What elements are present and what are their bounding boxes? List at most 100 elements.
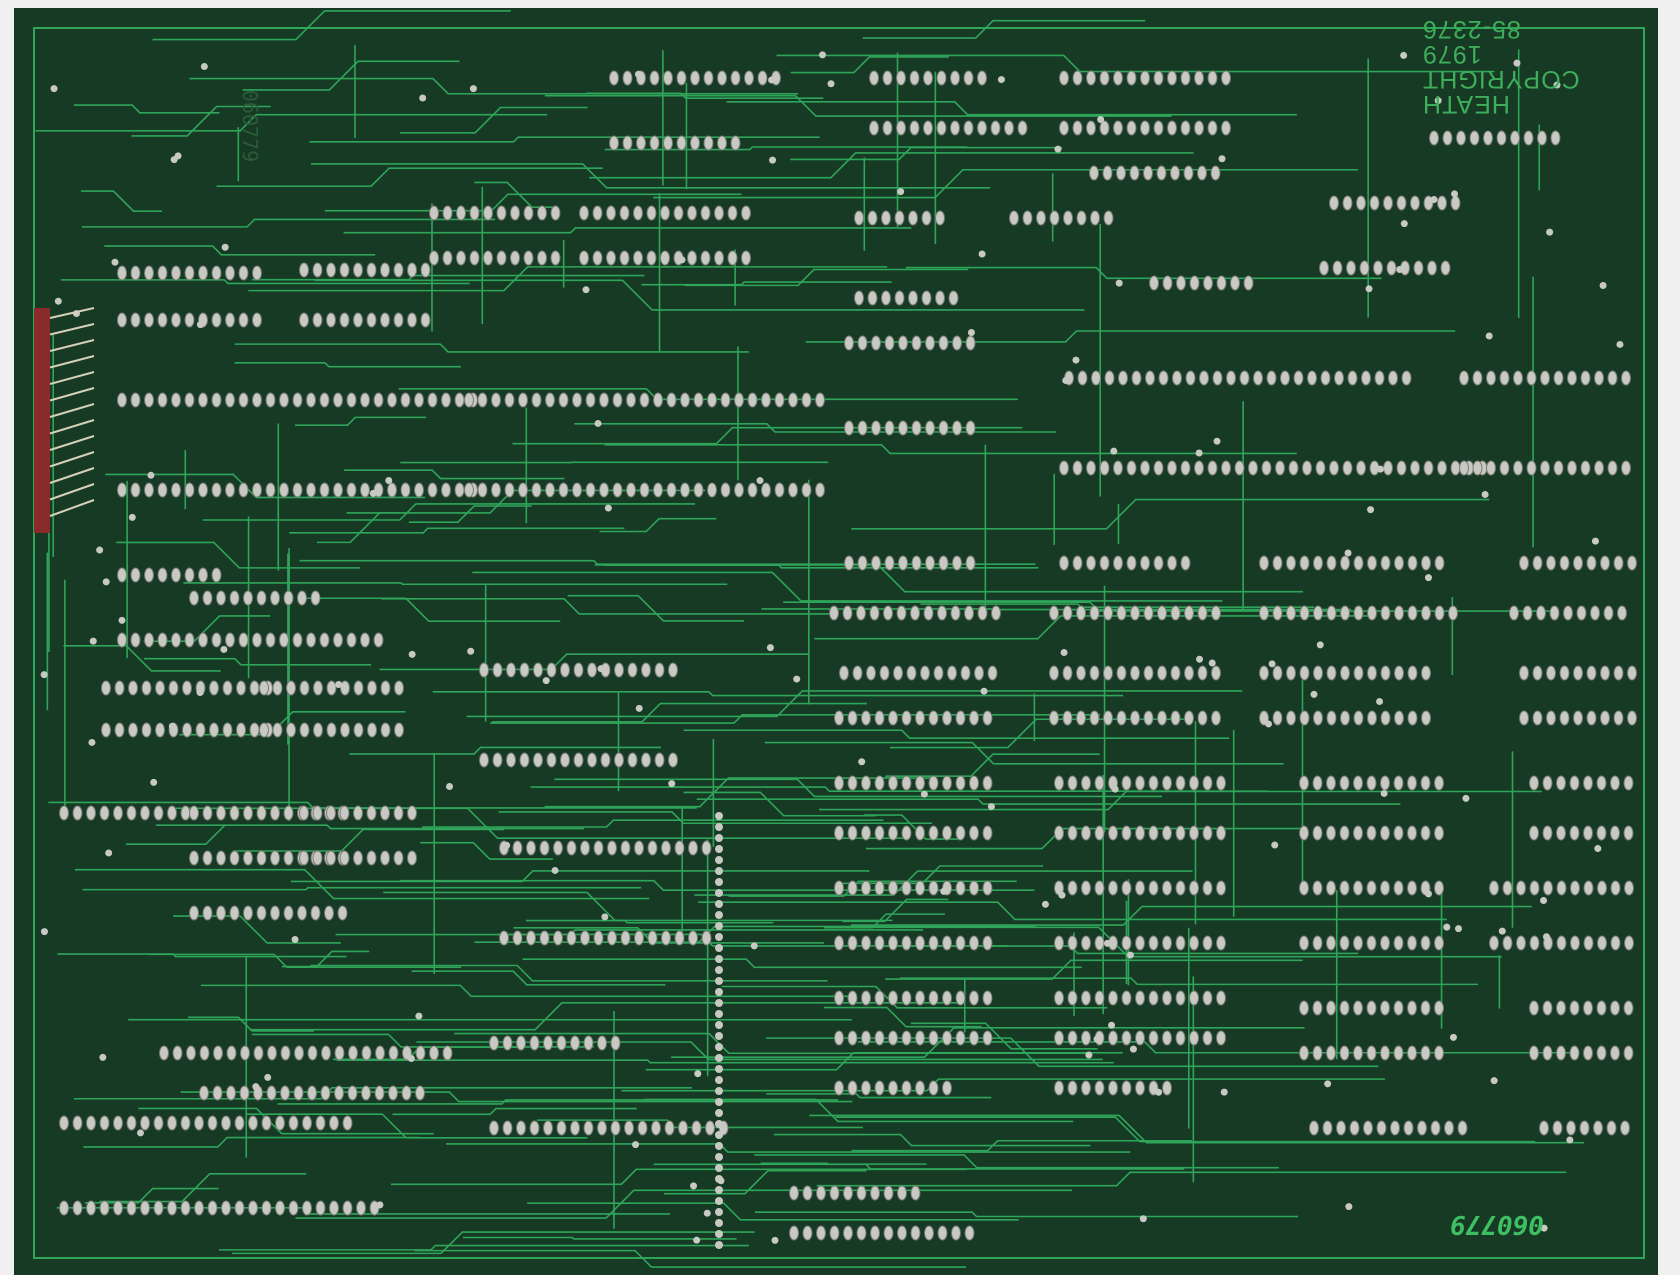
trace bbox=[414, 1249, 966, 1268]
solder-pad bbox=[283, 590, 294, 606]
solder-pad bbox=[144, 632, 154, 648]
via bbox=[1054, 145, 1062, 153]
solder-pad bbox=[915, 990, 925, 1006]
via bbox=[1424, 890, 1432, 898]
solder-pad bbox=[1059, 460, 1069, 476]
solder-pad bbox=[1542, 775, 1553, 791]
solder-pad bbox=[388, 1045, 399, 1061]
solder-pad bbox=[519, 662, 530, 678]
solder-pad bbox=[1148, 825, 1159, 841]
solder-pad bbox=[1135, 1080, 1145, 1096]
via bbox=[1481, 490, 1489, 498]
solder-pad bbox=[312, 805, 323, 821]
solder-pad bbox=[921, 210, 932, 226]
solder-pad bbox=[1366, 825, 1377, 841]
solder-pad bbox=[1434, 605, 1445, 621]
solder-pad bbox=[539, 840, 550, 856]
solder-pad bbox=[942, 710, 952, 726]
solder-pad bbox=[715, 944, 723, 952]
via bbox=[1566, 1136, 1574, 1144]
solder-pad bbox=[847, 710, 858, 726]
solder-pad bbox=[896, 70, 906, 86]
solder-pad bbox=[1573, 665, 1583, 681]
solder-pad bbox=[1403, 1120, 1414, 1136]
solder-pad bbox=[292, 482, 303, 498]
solder-pad bbox=[1170, 165, 1180, 181]
trace bbox=[885, 959, 1303, 980]
solder-pad bbox=[715, 1142, 723, 1150]
trace bbox=[466, 690, 1243, 718]
solder-pad bbox=[982, 775, 993, 791]
solder-pad bbox=[414, 392, 424, 408]
solder-pad bbox=[715, 1219, 723, 1227]
solder-pad bbox=[427, 392, 438, 408]
solder-pad bbox=[734, 392, 744, 408]
via bbox=[1217, 1032, 1225, 1040]
solder-pad bbox=[1539, 1120, 1549, 1136]
solder-pad bbox=[1339, 1000, 1350, 1016]
solder-pad bbox=[610, 1120, 621, 1136]
solder-pad bbox=[243, 590, 253, 606]
solder-pad bbox=[1189, 825, 1199, 841]
solder-pad bbox=[518, 392, 528, 408]
solder-pad bbox=[1340, 710, 1350, 726]
solder-pad bbox=[1621, 460, 1631, 476]
solder-pad bbox=[393, 262, 404, 278]
solder-pad bbox=[1396, 460, 1407, 476]
solder-pad bbox=[157, 265, 168, 281]
solder-pad bbox=[788, 392, 798, 408]
solder-pad bbox=[356, 1200, 366, 1216]
solder-pad bbox=[1067, 880, 1078, 896]
solder-pad bbox=[483, 205, 493, 221]
trace bbox=[432, 690, 1124, 697]
solder-pad bbox=[86, 1115, 96, 1131]
solder-pad bbox=[198, 482, 208, 498]
via bbox=[1111, 785, 1119, 793]
solder-pad bbox=[1594, 370, 1604, 386]
solder-pad bbox=[923, 70, 933, 86]
solder-pad bbox=[1536, 605, 1546, 621]
trace bbox=[684, 268, 969, 287]
solder-pad bbox=[1380, 775, 1390, 791]
solder-pad bbox=[898, 335, 908, 351]
solder-pad bbox=[401, 1085, 412, 1101]
solder-pad bbox=[1340, 605, 1350, 621]
solder-pad bbox=[883, 1225, 894, 1241]
solder-pad bbox=[757, 70, 768, 86]
solder-pad bbox=[221, 1115, 231, 1131]
solder-pad bbox=[1569, 825, 1580, 841]
solder-pad bbox=[1189, 990, 1199, 1006]
via bbox=[1540, 1224, 1548, 1232]
solder-pad bbox=[1373, 260, 1383, 276]
solder-pad bbox=[1366, 1045, 1377, 1061]
solder-pad bbox=[952, 555, 962, 571]
solder-pad bbox=[529, 1035, 540, 1051]
solder-pad bbox=[942, 990, 952, 1006]
solder-pad bbox=[184, 392, 195, 408]
solder-pad bbox=[909, 70, 920, 86]
solder-pad bbox=[99, 1115, 110, 1131]
solder-pad bbox=[1583, 825, 1593, 841]
via bbox=[376, 1201, 384, 1209]
solder-pad bbox=[272, 680, 283, 696]
solder-pad bbox=[167, 1115, 177, 1131]
via bbox=[594, 419, 602, 427]
solder-pad bbox=[1519, 710, 1529, 726]
solder-pad bbox=[72, 805, 83, 821]
solder-pad bbox=[307, 1045, 318, 1061]
trace bbox=[522, 958, 1082, 969]
solder-pad bbox=[587, 662, 597, 678]
solder-pad bbox=[1086, 460, 1096, 476]
solder-pad bbox=[1386, 260, 1397, 276]
solder-pad bbox=[924, 1225, 934, 1241]
solder-pad bbox=[1189, 775, 1199, 791]
via bbox=[264, 1073, 272, 1081]
trace bbox=[653, 1163, 1185, 1170]
trace bbox=[641, 281, 892, 286]
solder-pad bbox=[1393, 1045, 1404, 1061]
solder-pad bbox=[1135, 825, 1145, 841]
solder-pad bbox=[180, 1115, 191, 1131]
via bbox=[1430, 196, 1438, 204]
via bbox=[1115, 279, 1123, 287]
solder-pad bbox=[1145, 370, 1155, 386]
